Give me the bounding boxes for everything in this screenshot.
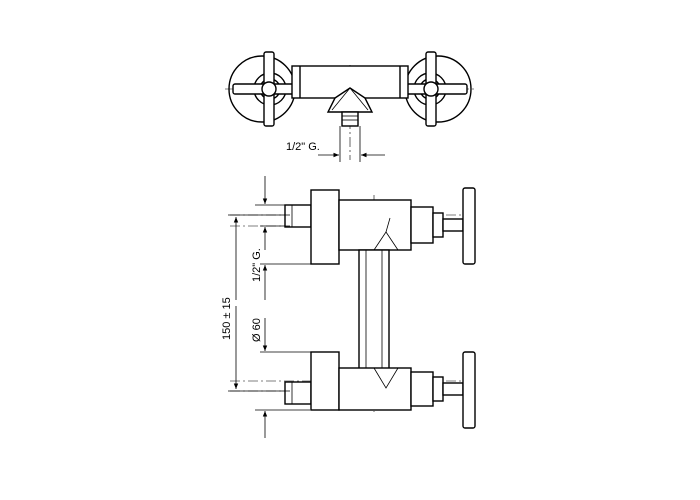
left-handle-top: [228, 51, 308, 127]
spacing-label: 150 ± 15: [221, 297, 233, 340]
top-thread-label: 1/2" G.: [286, 141, 320, 153]
top-view: 1/2" G.: [225, 51, 475, 162]
side-thread-label: 1/2" G.: [251, 248, 263, 282]
top-offset-dimension: [255, 176, 290, 206]
diameter-label: Ø 60: [251, 318, 263, 342]
top-thread-dimension: 1/2" G.: [286, 126, 385, 162]
front-view: 150 ± 15 1/2" G. Ø 60: [221, 176, 476, 438]
body-top: [291, 65, 409, 127]
lower-valve: [410, 351, 476, 429]
upper-valve: [410, 187, 476, 265]
bottom-offset-dimension: [255, 409, 310, 438]
lower-connector: [284, 351, 412, 411]
riser-pipe: [358, 249, 390, 371]
side-thread-dimension: 1/2" G.: [251, 225, 290, 282]
upper-connector: [284, 189, 412, 265]
diameter-dimension: Ø 60: [251, 263, 311, 353]
spacing-dimension: 150 ± 15: [221, 214, 290, 392]
